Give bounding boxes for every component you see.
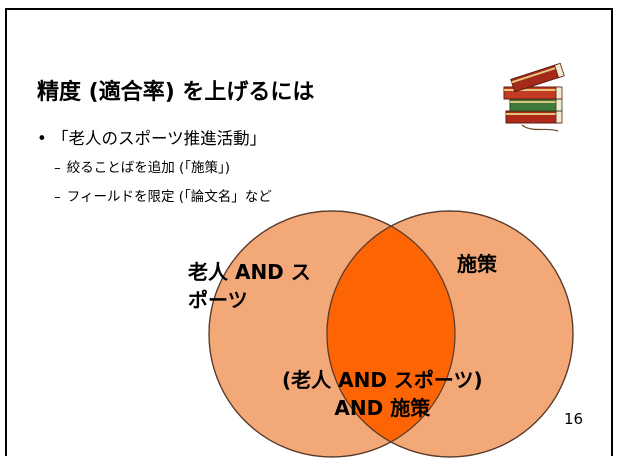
- bullet-item: • 「老人のスポーツ推進活動」: [37, 125, 266, 149]
- sub-item-2: –フィールドを限定 (「論文名」など: [54, 185, 272, 205]
- slide-frame: [5, 8, 613, 456]
- books-icon: [503, 62, 565, 132]
- sub-item-1: –絞ることばを追加 (「施策」): [54, 156, 230, 176]
- venn-label-center-line2: AND 施策: [334, 396, 431, 420]
- venn-intersection: [327, 211, 455, 457]
- venn-label-center-line1: (老人 AND スポーツ): [282, 368, 483, 392]
- bullet-text: 「老人のスポーツ推進活動」: [52, 129, 267, 148]
- venn-label-left-line2: ポーツ: [188, 288, 248, 312]
- bullet-dot-icon: •: [37, 129, 47, 148]
- venn-label-center: (老人 AND スポーツ) AND 施策: [282, 366, 483, 422]
- dash-icon: –: [54, 160, 61, 176]
- sub-item-2-text: フィールドを限定 (「論文名」など: [66, 189, 272, 205]
- venn-label-left: 老人 AND ス ポーツ: [188, 258, 311, 314]
- page-number: 16: [564, 410, 584, 428]
- venn-label-left-line1: 老人 AND ス: [188, 260, 311, 284]
- dash-icon: –: [54, 189, 61, 205]
- slide-title: 精度 (適合率) を上げるには: [37, 80, 315, 105]
- sub-item-1-text: 絞ることばを追加 (「施策」): [66, 160, 231, 176]
- venn-label-right: 施策: [457, 252, 497, 276]
